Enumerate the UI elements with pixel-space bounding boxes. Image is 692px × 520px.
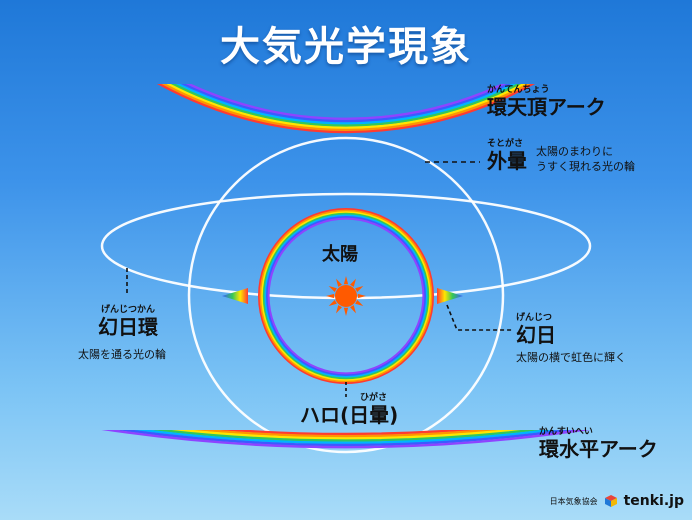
outer-halo-desc-line-2: うすく現れる光の輪 <box>536 160 635 173</box>
circumhorizontal-name: 環水平アーク <box>539 437 658 461</box>
sundog-right <box>437 288 463 304</box>
circumzenithal-band-5 <box>181 84 511 123</box>
halo-label: ひがさ ハロ(日暈) <box>300 390 420 427</box>
circumhorizontal-arc <box>104 430 588 448</box>
sundog-desc: 太陽の横で虹色に輝く <box>516 351 626 364</box>
halo-name: ハロ(日暈) <box>300 403 399 427</box>
halo-band-6 <box>267 217 425 375</box>
halo-rainbow-ring <box>258 208 434 384</box>
circumhorizontal-band-6 <box>104 430 588 448</box>
circumzenithal-label: かんてんちょう 環天頂アーク <box>487 82 606 119</box>
tenki-cube-icon <box>604 495 617 507</box>
sundog-leader <box>446 304 512 331</box>
sun-icon <box>326 276 366 316</box>
circumzenithal-ruby: かんてんちょう <box>487 85 550 95</box>
circumzenithal-band-2 <box>166 84 526 129</box>
sun-ray-2 <box>350 305 356 314</box>
circumhorizontal-band-4 <box>134 430 558 444</box>
sun-ray-8 <box>336 278 342 287</box>
circumhorizontal-band-2 <box>173 430 519 440</box>
circumhorizontal-band-3 <box>151 430 541 442</box>
circumzenithal-band-0 <box>157 84 535 134</box>
sun-ray-0 <box>357 293 366 299</box>
credit: 日本気象協会 tenki.jp <box>550 493 684 509</box>
sun-ray-9 <box>343 276 349 285</box>
outer-halo-description: 太陽のまわりに うすく現れる光の輪 <box>536 144 635 174</box>
halo-band-1 <box>259 209 433 383</box>
credit-brand: tenki.jp <box>623 493 684 509</box>
circumhorizontal-band-0 <box>218 430 474 435</box>
halo-band-3 <box>262 212 430 380</box>
sundog-left <box>222 288 248 304</box>
sun-ray-3 <box>343 307 349 316</box>
parhelic-circle-ruby: げんじつかん <box>100 305 155 315</box>
sundog-ruby: げんじつ <box>516 313 553 323</box>
sun-ray-7 <box>328 286 337 292</box>
sun-ray-11 <box>355 286 364 292</box>
sun-ray-10 <box>350 278 356 287</box>
parhelic-circle-label: げんじつかん 幻日環 <box>82 302 174 339</box>
sun-ray-1 <box>355 300 364 306</box>
outer-halo-ring <box>187 136 505 454</box>
circumhorizontal-ruby: かんすいへい <box>539 427 593 437</box>
sundog-name: 幻日 <box>516 323 556 347</box>
outer-halo-desc-line-1: 太陽のまわりに <box>536 145 613 158</box>
circumhorizontal-band-1 <box>196 430 496 437</box>
halo-band-5 <box>266 216 426 376</box>
parhelic-circle-desc: 太陽を通る光の輪 <box>78 348 166 361</box>
halo-band-2 <box>261 211 431 381</box>
halo-ruby: ひがさ <box>360 393 388 403</box>
circumzenithal-arc <box>157 84 535 134</box>
circumzenithal-band-1 <box>161 84 531 131</box>
sun-ray-4 <box>336 305 342 314</box>
credit-org: 日本気象協会 <box>549 496 598 506</box>
circumzenithal-band-6 <box>186 84 506 120</box>
circumzenithal-band-4 <box>175 84 517 125</box>
halo-band-4 <box>264 214 428 378</box>
circumhorizontal-band-5 <box>119 430 573 446</box>
circumzenithal-band-3 <box>171 84 521 127</box>
page-title: 大気光学現象 <box>220 24 472 70</box>
outer-halo-label: そとがさ 外暈 <box>487 136 527 173</box>
outer-halo-name: 外暈 <box>487 149 527 173</box>
sun-label: 太陽 <box>322 244 358 265</box>
sundog-label: げんじつ 幻日 <box>516 310 556 347</box>
sun-ray-5 <box>328 300 337 306</box>
circumhorizontal-label: かんすいへい 環水平アーク <box>539 424 658 461</box>
sun-ray-6 <box>326 293 335 299</box>
parhelic-circle-name: 幻日環 <box>98 315 158 339</box>
circumzenithal-name: 環天頂アーク <box>487 95 606 119</box>
outer-halo-ruby: そとがさ <box>487 139 524 149</box>
